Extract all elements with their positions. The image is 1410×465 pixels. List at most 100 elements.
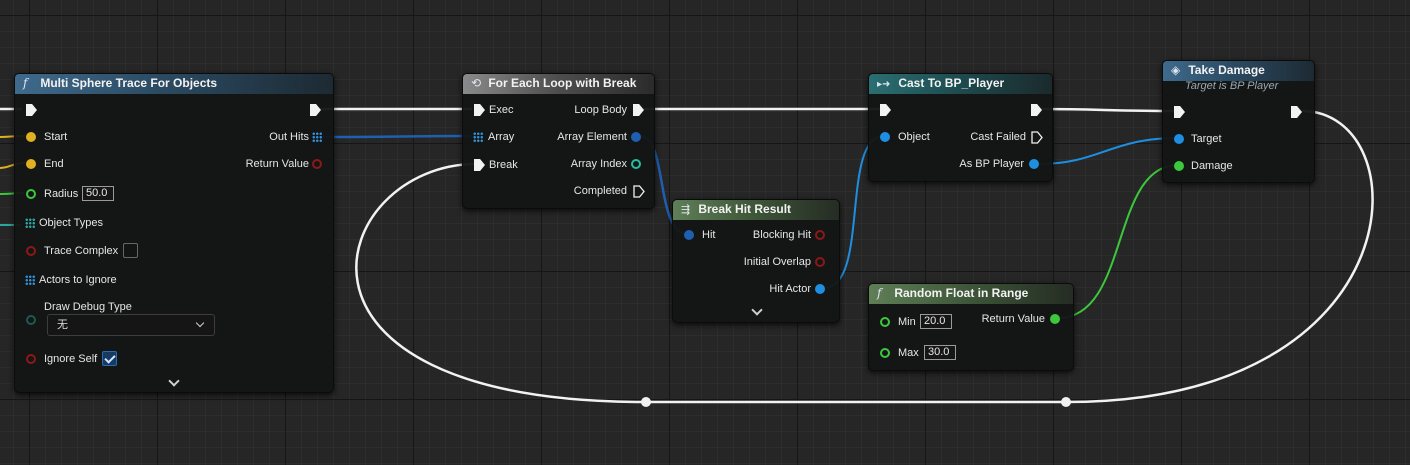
loop-macro-icon: ⟲ xyxy=(471,76,482,90)
node-header[interactable]: ⇶ Break Hit Result xyxy=(673,200,839,220)
loop-body-pin[interactable] xyxy=(633,104,644,116)
return-value-pin[interactable] xyxy=(1050,314,1060,324)
blocking-hit-pin[interactable] xyxy=(815,230,825,240)
node-subtitle: Target is BP Player xyxy=(1185,80,1279,92)
ignore-self-pin[interactable] xyxy=(26,354,36,364)
min-label: Min xyxy=(898,316,916,328)
array-label: Array xyxy=(488,131,515,143)
exec-out-pin[interactable] xyxy=(1031,104,1042,116)
exec-out-pin[interactable] xyxy=(1291,106,1302,118)
damage-label: Damage xyxy=(1191,160,1233,172)
break-pin[interactable] xyxy=(474,159,485,171)
start-label: Start xyxy=(44,131,68,143)
node-title: For Each Loop with Break xyxy=(488,76,637,90)
draw-debug-type-pin[interactable] xyxy=(26,315,36,325)
return-value-label: Return Value xyxy=(981,313,1045,325)
draw-debug-type-label: Draw Debug Type xyxy=(44,301,132,313)
node-break-hit-result[interactable]: ⇶ Break Hit Result Hit Blocking Hit Init… xyxy=(672,199,840,323)
node-title: Random Float in Range xyxy=(894,286,1029,300)
chevron-down-icon xyxy=(195,318,205,328)
completed-label: Completed xyxy=(573,185,627,197)
array-element-pin[interactable] xyxy=(631,132,641,142)
end-pin[interactable] xyxy=(26,159,36,169)
reroute-knot-left[interactable] xyxy=(641,397,651,407)
hit-actor-pin[interactable] xyxy=(815,284,825,294)
radius-input[interactable]: 50.0 xyxy=(82,186,114,201)
initial-overlap-label: Initial Overlap xyxy=(743,256,811,268)
trace-complex-checkbox[interactable] xyxy=(123,243,138,258)
node-multi-sphere-trace[interactable]: f Multi Sphere Trace For Objects Start E… xyxy=(14,73,334,393)
min-input[interactable]: 20.0 xyxy=(920,314,952,329)
break-struct-icon: ⇶ xyxy=(681,203,691,216)
exec-in-pin[interactable] xyxy=(880,104,891,116)
cast-arrow-icon: ▸➜ xyxy=(877,79,891,90)
expand-chevron-icon[interactable] xyxy=(751,304,763,316)
expand-chevron-icon[interactable] xyxy=(168,375,180,387)
node-take-damage[interactable]: ◈ Take Damage Target is BP Player Target… xyxy=(1162,60,1315,183)
blocking-hit-label: Blocking Hit xyxy=(752,229,811,241)
hit-label: Hit xyxy=(702,229,716,241)
exec-out-pin[interactable] xyxy=(310,104,321,116)
radius-pin[interactable] xyxy=(26,189,36,199)
out-hits-pin[interactable] xyxy=(312,132,322,142)
hit-pin[interactable] xyxy=(684,230,694,240)
break-label: Break xyxy=(489,159,518,171)
draw-debug-type-dropdown[interactable]: 无 xyxy=(47,314,215,336)
exec-label: Exec xyxy=(489,104,514,116)
max-label: Max xyxy=(898,347,919,359)
node-header[interactable]: ⟲ For Each Loop with Break xyxy=(463,74,654,94)
actors-to-ignore-label: Actors to Ignore xyxy=(39,274,117,286)
damage-pin[interactable] xyxy=(1174,161,1184,171)
ignore-self-checkbox[interactable] xyxy=(102,351,117,366)
object-label: Object xyxy=(898,131,930,143)
function-icon: f xyxy=(877,286,882,300)
actors-to-ignore-pin[interactable] xyxy=(25,275,35,285)
start-pin[interactable] xyxy=(26,132,36,142)
array-index-pin[interactable] xyxy=(631,159,641,169)
array-index-label: Array Index xyxy=(570,158,627,170)
node-header[interactable]: f Random Float in Range xyxy=(869,284,1073,304)
cast-failed-label: Cast Failed xyxy=(970,131,1026,143)
as-bp-player-pin[interactable] xyxy=(1029,159,1039,169)
exec-in-pin[interactable] xyxy=(26,104,37,116)
as-bp-player-label: As BP Player xyxy=(959,158,1024,170)
ignore-self-label: Ignore Self xyxy=(44,353,98,365)
float-wire-random-to-damage xyxy=(1057,164,1179,319)
initial-overlap-pin[interactable] xyxy=(815,257,825,267)
draw-debug-type-value: 无 xyxy=(57,319,68,331)
node-title: Cast To BP_Player xyxy=(898,76,1005,90)
object-types-pin[interactable] xyxy=(25,218,35,228)
max-input[interactable]: 30.0 xyxy=(924,345,956,360)
completed-pin[interactable] xyxy=(633,185,645,198)
exec-wire-cast-to-damage xyxy=(1039,107,1179,113)
return-value-label: Return Value xyxy=(245,158,309,170)
out-hits-label: Out Hits xyxy=(269,131,309,143)
object-pin[interactable] xyxy=(880,132,890,142)
node-cast-to-player[interactable]: ▸➜ Cast To BP_Player Object Cast Failed … xyxy=(868,73,1053,182)
diamond-call-icon: ◈ xyxy=(1171,63,1181,77)
node-header[interactable]: ◈ Take Damage Target is BP Player xyxy=(1163,61,1314,92)
object-wire-player-to-target xyxy=(1037,137,1179,165)
node-random-float[interactable]: f Random Float in Range Min 20.0 Max 30.… xyxy=(868,283,1074,371)
min-pin[interactable] xyxy=(880,317,890,327)
target-pin[interactable] xyxy=(1174,134,1184,144)
cast-failed-pin[interactable] xyxy=(1031,131,1043,144)
array-element-label: Array Element xyxy=(557,131,627,143)
end-label: End xyxy=(44,158,64,170)
array-pin[interactable] xyxy=(473,132,483,142)
trace-complex-label: Trace Complex xyxy=(44,245,119,257)
trace-complex-pin[interactable] xyxy=(26,246,36,256)
target-label: Target xyxy=(1191,133,1222,145)
reroute-knot-right[interactable] xyxy=(1061,397,1071,407)
object-types-label: Object Types xyxy=(39,217,103,229)
max-pin[interactable] xyxy=(880,348,890,358)
node-header[interactable]: ▸➜ Cast To BP_Player xyxy=(869,74,1052,94)
exec-in-pin[interactable] xyxy=(474,104,485,116)
node-title: Take Damage xyxy=(1188,63,1265,77)
node-title: Multi Sphere Trace For Objects xyxy=(40,76,218,90)
node-for-each-loop[interactable]: ⟲ For Each Loop with Break Exec Array Br… xyxy=(462,73,655,209)
node-header[interactable]: f Multi Sphere Trace For Objects xyxy=(15,74,333,94)
loop-body-label: Loop Body xyxy=(574,104,627,116)
exec-in-pin[interactable] xyxy=(1174,106,1185,118)
return-value-pin[interactable] xyxy=(312,159,322,169)
